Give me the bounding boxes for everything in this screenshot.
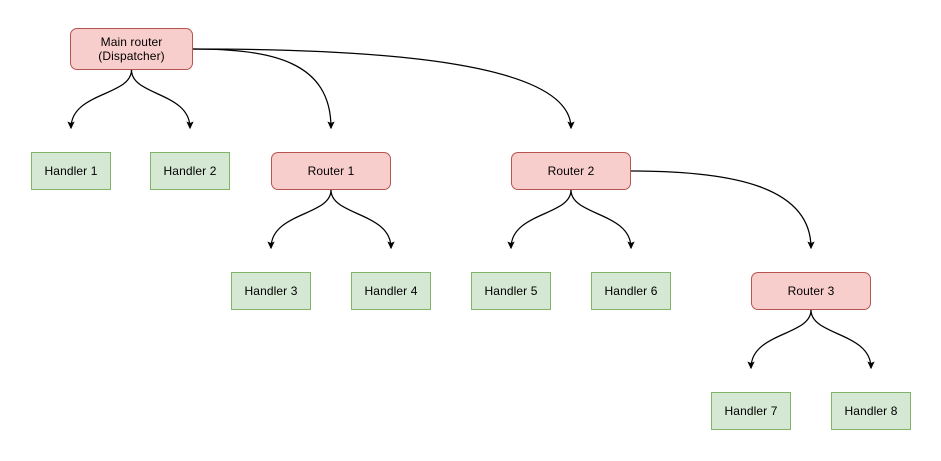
node-label-main-router: Main router (Dispatcher) — [98, 35, 165, 63]
edge-router-1-to-handler-4 — [330, 189, 395, 250]
node-handler-3[interactable]: Handler 3 — [231, 272, 311, 310]
node-handler-8[interactable]: Handler 8 — [831, 392, 911, 430]
node-handler-4[interactable]: Handler 4 — [351, 272, 431, 310]
node-handler-6[interactable]: Handler 6 — [591, 272, 671, 310]
edge-router-2-to-router-3 — [630, 170, 815, 250]
node-label-handler-4: Handler 4 — [364, 284, 418, 298]
node-label-handler-5: Handler 5 — [484, 284, 538, 298]
node-handler-7[interactable]: Handler 7 — [711, 392, 791, 430]
node-label-router-2: Router 2 — [547, 164, 595, 178]
edge-main-to-router-1 — [192, 48, 335, 130]
node-label-handler-6: Handler 6 — [604, 284, 658, 298]
node-label-handler-2: Handler 2 — [163, 164, 217, 178]
node-label-handler-8: Handler 8 — [844, 404, 898, 418]
edge-router-2-to-handler-6 — [570, 189, 635, 250]
edge-main-to-router-2 — [192, 48, 575, 130]
node-label-handler-1: Handler 1 — [44, 164, 98, 178]
node-label-router-3: Router 3 — [787, 284, 835, 298]
edge-router-3-to-handler-7 — [747, 309, 812, 370]
node-main-router[interactable]: Main router (Dispatcher) — [70, 28, 193, 70]
edge-main-to-handler-1 — [67, 69, 133, 130]
node-handler-5[interactable]: Handler 5 — [471, 272, 551, 310]
edge-main-to-handler-2 — [130, 69, 194, 130]
node-handler-2[interactable]: Handler 2 — [150, 152, 230, 190]
edge-router-1-to-handler-3 — [267, 189, 332, 250]
node-router-2[interactable]: Router 2 — [511, 152, 631, 190]
edge-router-3-to-handler-8 — [810, 309, 875, 370]
node-router-1[interactable]: Router 1 — [271, 152, 391, 190]
edge-router-2-to-handler-5 — [507, 189, 572, 250]
node-label-handler-7: Handler 7 — [724, 404, 778, 418]
node-handler-1[interactable]: Handler 1 — [31, 152, 111, 190]
node-router-3[interactable]: Router 3 — [751, 272, 871, 310]
node-label-router-1: Router 1 — [307, 164, 355, 178]
node-label-handler-3: Handler 3 — [244, 284, 298, 298]
